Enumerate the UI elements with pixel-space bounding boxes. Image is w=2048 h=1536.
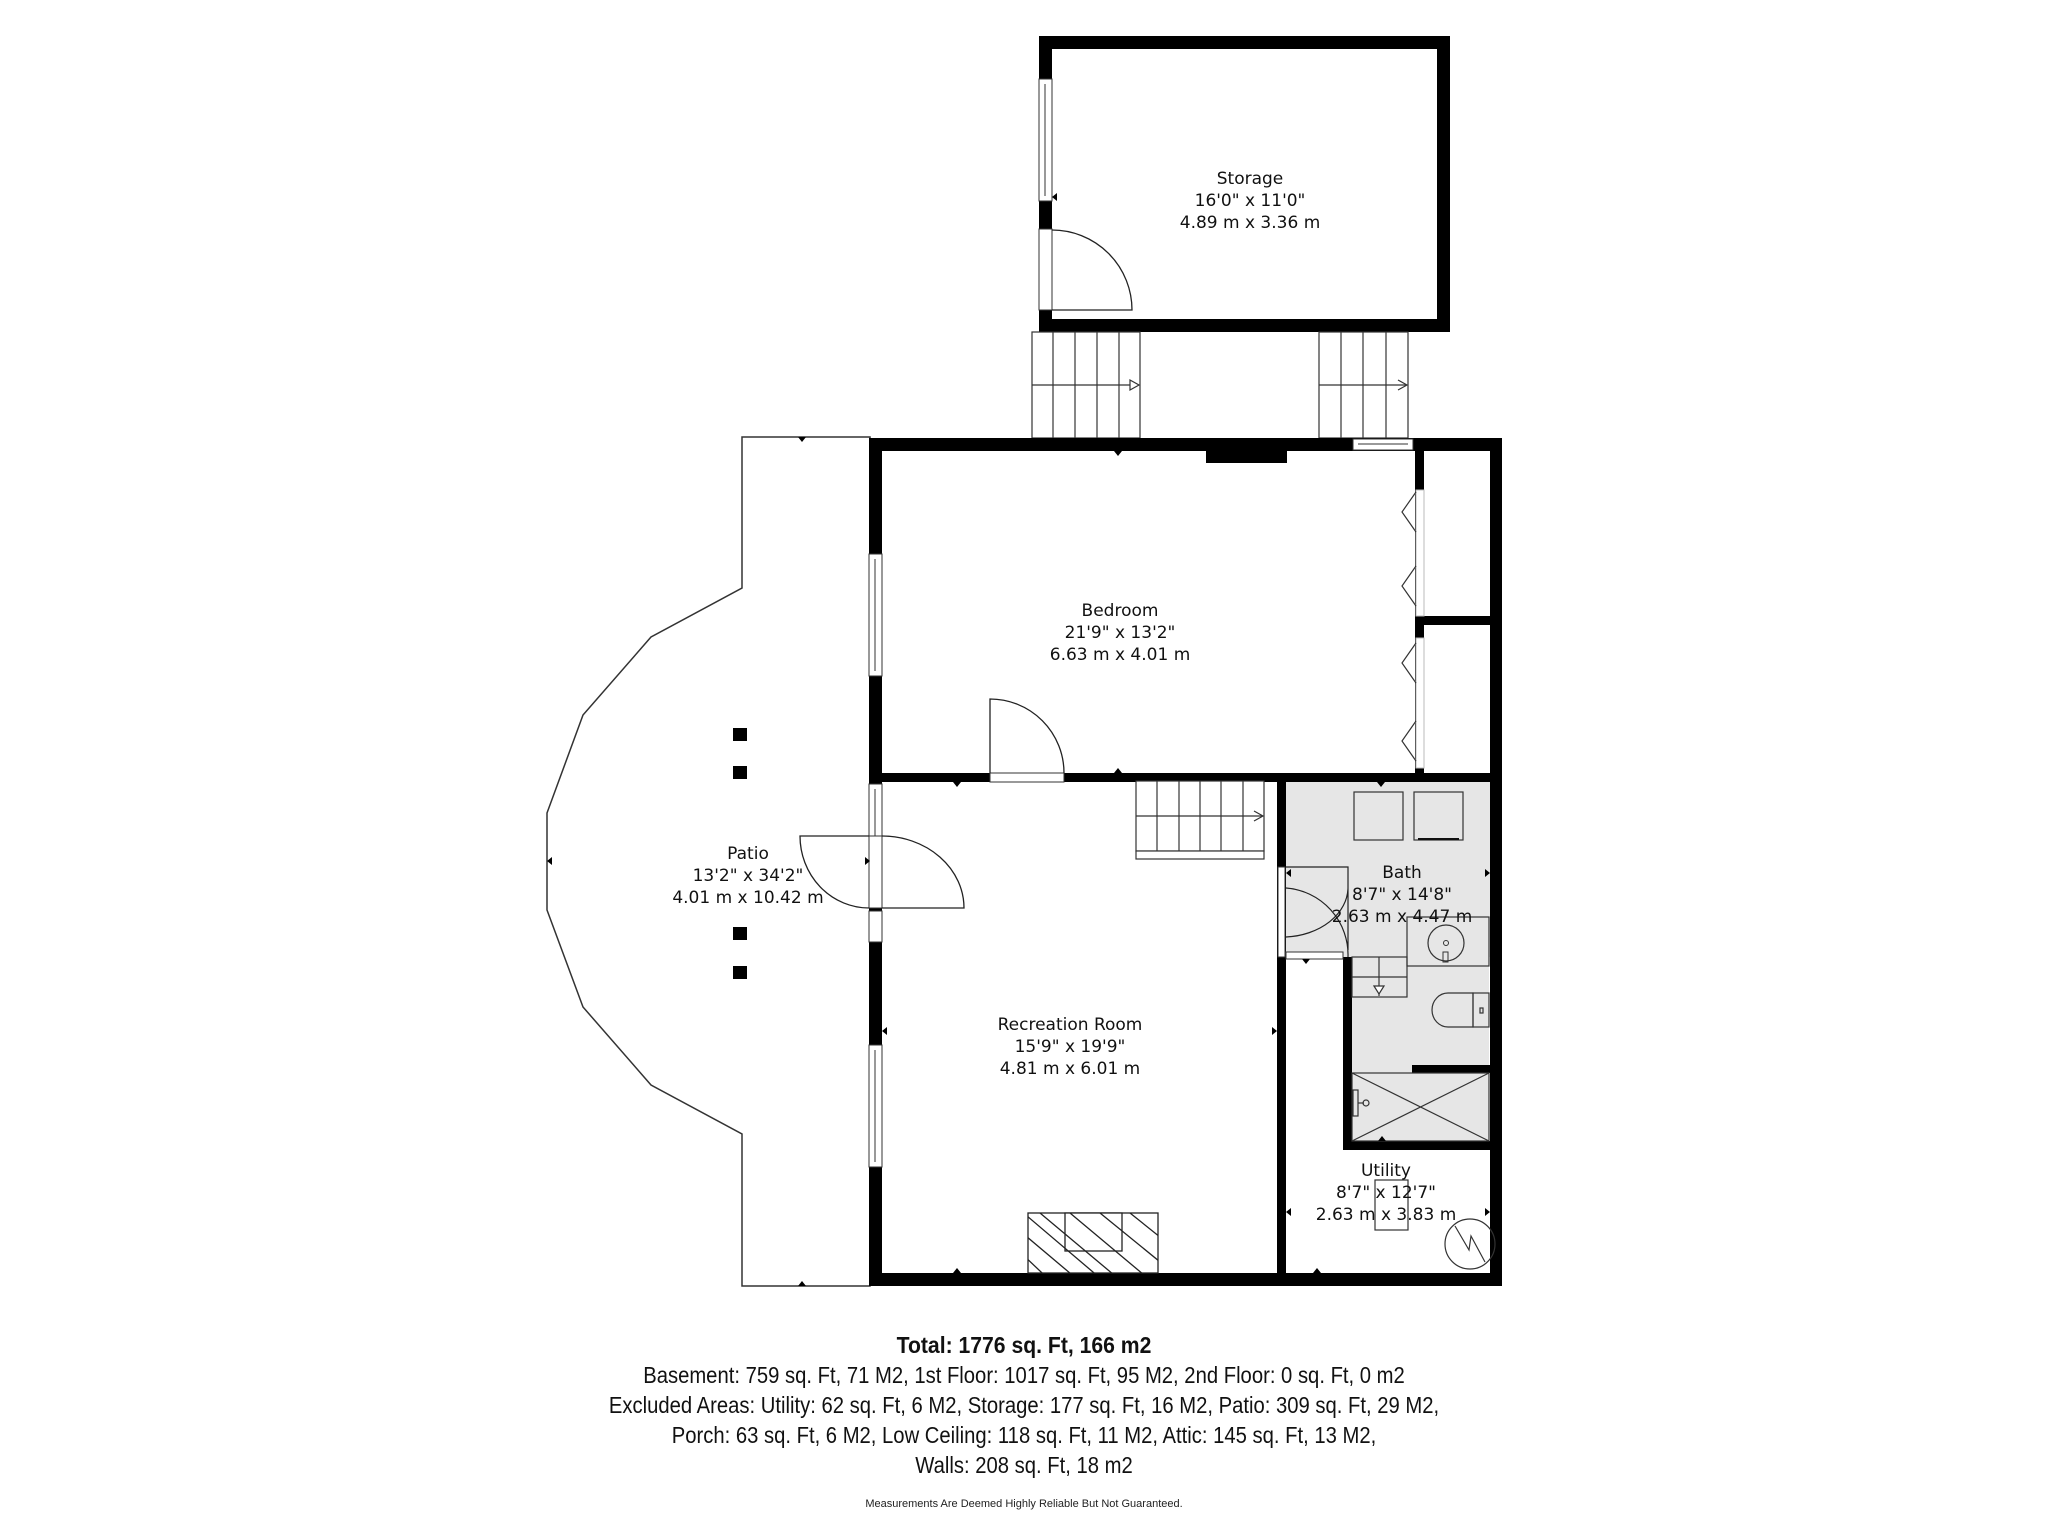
room-name: Storage <box>1216 169 1284 189</box>
room-dimensions-imperial: 8'7" x 12'7" <box>1336 1183 1436 1203</box>
room-dimensions-metric: 4.81 m x 6.01 m <box>999 1059 1141 1079</box>
shower-icon <box>1351 1072 1490 1142</box>
storage-room <box>1038 36 1450 332</box>
room-label-patio: Patio 13'2" x 34'2" 4.01 m x 10.42 m <box>672 843 823 909</box>
fireplace-icon <box>1027 1212 1159 1274</box>
room-label-utility: Utility 8'7" x 12'7" 2.63 m x 3.83 m <box>1316 1160 1457 1226</box>
room-label-recreation-room: Recreation Room 15'9" x 19'9" 4.81 m x 6… <box>998 1014 1143 1080</box>
excluded-areas-continued: Porch: 63 sq. Ft, 6 M2, Low Ceiling: 118… <box>671 1422 1377 1448</box>
stairs-right <box>1318 331 1409 439</box>
room-name: Patio <box>727 844 769 864</box>
room-name: Bedroom <box>1081 601 1159 621</box>
walls-area: Walls: 208 sq. Ft, 18 m2 <box>915 1452 1133 1478</box>
area-summary: Total: 1776 sq. Ft, 166 m2 Basement: 759… <box>0 1330 2048 1510</box>
room-dimensions-imperial: 13'2" x 34'2" <box>692 866 804 886</box>
excluded-areas: Excluded Areas: Utility: 62 sq. Ft, 6 M2… <box>608 1392 1440 1418</box>
room-name: Bath <box>1382 863 1422 883</box>
main-building <box>799 438 1502 1286</box>
patio-door-swing <box>881 835 965 909</box>
door-swing <box>1051 229 1133 311</box>
sink-icon <box>1427 924 1465 962</box>
patio-post <box>733 927 747 940</box>
room-label-bath: Bath 8'7" x 14'8" 2.63 m x 4.47 m <box>1332 862 1473 928</box>
room-dimensions-metric: 4.01 m x 10.42 m <box>672 888 824 908</box>
bath-door-swing <box>1285 866 1349 958</box>
room-name: Recreation Room <box>997 1015 1143 1035</box>
cabinet <box>1353 791 1404 841</box>
interior-stairs <box>1135 780 1265 860</box>
room-dimensions-metric: 6.63 m x 4.01 m <box>1049 645 1191 665</box>
room-dimensions-metric: 4.89 m x 3.36 m <box>1179 213 1321 233</box>
window <box>868 910 883 943</box>
bath-step <box>1351 956 1408 998</box>
room-label-bedroom: Bedroom 21'9" x 13'2" 6.63 m x 4.01 m <box>1050 600 1191 666</box>
toilet-icon <box>1431 992 1490 1028</box>
utility-box <box>1374 1179 1409 1231</box>
closet-bifold-doors <box>1401 491 1417 762</box>
patio-post <box>733 966 747 979</box>
room-name: Utility <box>1360 1161 1411 1181</box>
dimension-markers <box>547 44 1490 1286</box>
total-area: Total: 1776 sq. Ft, 166 m2 <box>896 1332 1152 1358</box>
room-dimensions-imperial: 8'7" x 14'8" <box>1352 885 1452 905</box>
patio-post <box>733 766 747 779</box>
sink-counter <box>1406 916 1490 967</box>
room-dimensions-imperial: 15'9" x 19'9" <box>1014 1037 1126 1057</box>
room-label-storage: Storage 16'0" x 11'0" 4.89 m x 3.36 m <box>1180 168 1321 234</box>
stairs-left <box>1031 331 1141 439</box>
patio-post <box>733 728 747 741</box>
patio-door-swing-outer <box>799 835 870 909</box>
room-dimensions-imperial: 16'0" x 11'0" <box>1194 191 1306 211</box>
room-dimensions-metric: 2.63 m x 3.83 m <box>1315 1205 1457 1225</box>
disclaimer: Measurements Are Deemed Highly Reliable … <box>865 1498 1183 1510</box>
room-dimensions-metric: 2.63 m x 4.47 m <box>1331 907 1473 927</box>
room-dimensions-imperial: 21'9" x 13'2" <box>1064 623 1176 643</box>
water-heater-icon <box>1444 1218 1496 1270</box>
floor-areas: Basement: 759 sq. Ft, 71 M2, 1st Floor: … <box>643 1362 1405 1388</box>
bedroom-door-swing <box>989 698 1065 774</box>
